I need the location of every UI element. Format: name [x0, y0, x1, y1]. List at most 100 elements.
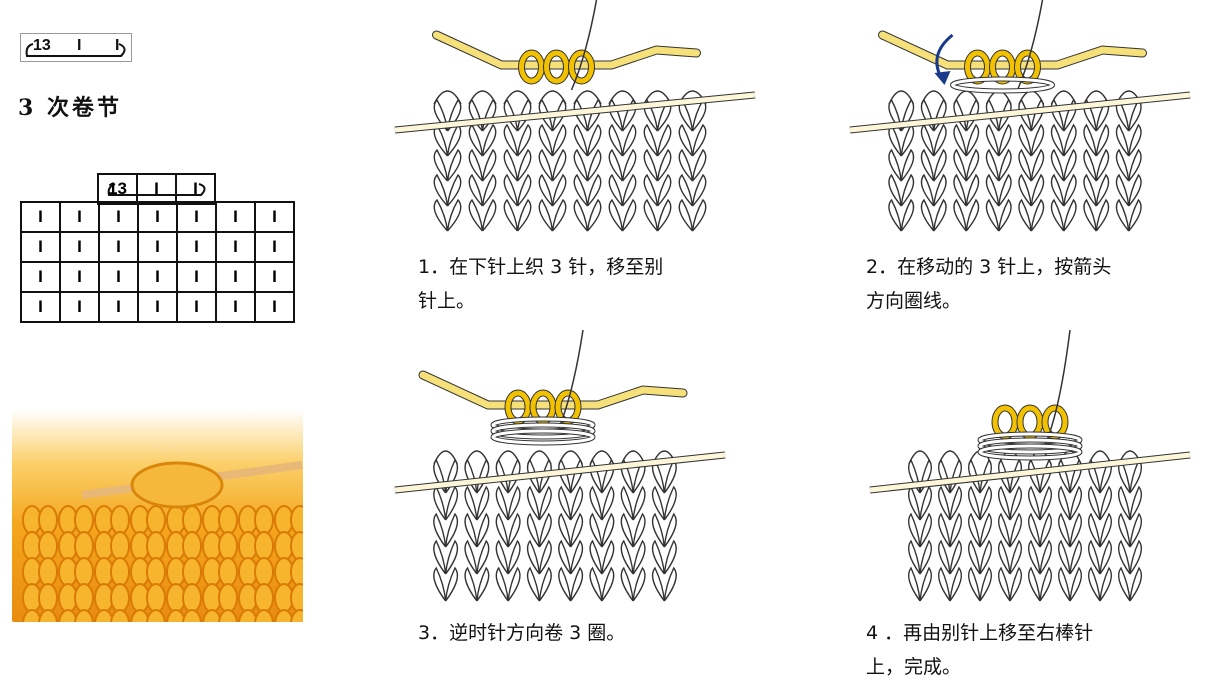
stitch	[538, 123, 554, 157]
stitch	[551, 123, 567, 157]
loop	[495, 450, 521, 465]
stitch	[551, 148, 567, 182]
stitch	[620, 485, 634, 521]
stitch	[516, 173, 532, 207]
stitch	[656, 198, 672, 232]
yarn-stitch	[218, 557, 238, 587]
stitch	[998, 512, 1011, 548]
stitch	[933, 148, 947, 182]
stitch	[1129, 539, 1142, 575]
yarn-stitch	[254, 609, 274, 639]
stitch	[468, 148, 484, 182]
chart-cell: I	[215, 201, 256, 233]
stitch	[998, 198, 1012, 232]
stitch	[495, 539, 509, 575]
chart-cell: I	[20, 231, 61, 263]
stitch	[933, 173, 947, 207]
chart-cell: I	[20, 201, 61, 233]
wrap	[491, 423, 595, 439]
loop	[589, 450, 615, 465]
knitting-needle	[394, 452, 726, 493]
stitch	[586, 173, 602, 207]
chart-cell: I	[59, 231, 100, 263]
stitch	[507, 539, 521, 575]
stitch	[586, 123, 602, 157]
stitch	[1018, 123, 1032, 157]
stitch	[979, 485, 992, 521]
chart-cell: I	[59, 261, 100, 293]
stitch	[1050, 148, 1065, 182]
stitch	[558, 485, 572, 521]
loop	[464, 450, 490, 465]
stitch	[985, 148, 1000, 182]
stitch	[476, 485, 490, 521]
stitch	[464, 485, 478, 521]
stitch	[968, 566, 981, 602]
yarn-stitch	[74, 583, 94, 613]
yarn-stitch	[290, 557, 310, 587]
yarn-stitch	[254, 557, 274, 587]
yarn-stitch	[38, 505, 58, 535]
stitch	[538, 148, 554, 182]
stitch	[444, 512, 459, 548]
wrap-cell: 13	[97, 173, 206, 205]
stitch	[663, 539, 677, 575]
step-1-caption: 1．在下针上织 3 针，移至别 针上。	[418, 250, 663, 318]
stitch	[919, 566, 932, 602]
stitch	[968, 512, 981, 548]
stitch	[1088, 539, 1101, 575]
stitch	[1028, 485, 1041, 521]
chart-cell: I	[215, 231, 256, 263]
yarn-stitch	[74, 505, 94, 535]
stitch	[1115, 173, 1130, 207]
caption-line: 2．在移动的 3 针上，按箭头	[866, 256, 1112, 278]
stitch	[900, 148, 915, 182]
stitch	[1030, 173, 1045, 207]
stitch	[538, 173, 554, 207]
knitting-needle	[849, 92, 1191, 133]
caption-line: 1．在下针上织 3 针，移至别	[418, 256, 664, 278]
yarn-stitch	[74, 557, 94, 587]
stitch	[651, 512, 666, 548]
stitch	[1058, 485, 1071, 521]
stitch	[1099, 485, 1112, 521]
stitch	[953, 173, 967, 207]
stitch	[1115, 198, 1130, 232]
stitch	[464, 539, 478, 575]
chart-cell: I	[215, 261, 256, 293]
stitch	[998, 539, 1011, 575]
stitch	[1095, 123, 1110, 157]
stitch	[573, 148, 589, 182]
loop	[573, 90, 602, 105]
loop	[608, 90, 637, 105]
step-1-illustration	[394, 0, 756, 232]
stitch	[1083, 123, 1097, 157]
chart-cell: I	[137, 231, 178, 263]
caption-line: 上，完成。	[866, 656, 962, 678]
stitch	[908, 539, 921, 575]
stitch	[1063, 148, 1077, 182]
stitch	[526, 512, 541, 548]
stitch	[919, 539, 932, 575]
chart-cell: I	[98, 201, 139, 233]
cable-needle	[433, 31, 700, 69]
yarn-stitch	[182, 557, 202, 587]
stitch	[433, 173, 449, 207]
stitch	[663, 512, 677, 548]
loop	[938, 450, 962, 465]
stitch	[573, 173, 589, 207]
stitch	[1083, 148, 1097, 182]
working-yarn	[1016, 0, 1044, 91]
stitch	[526, 539, 541, 575]
stitch	[888, 148, 902, 182]
stitch	[643, 173, 659, 207]
chart-cell: I	[20, 261, 61, 293]
loop	[503, 90, 532, 105]
stitch	[656, 173, 672, 207]
cable-needle	[419, 371, 687, 409]
stitch	[476, 566, 490, 602]
stitch	[998, 485, 1011, 521]
